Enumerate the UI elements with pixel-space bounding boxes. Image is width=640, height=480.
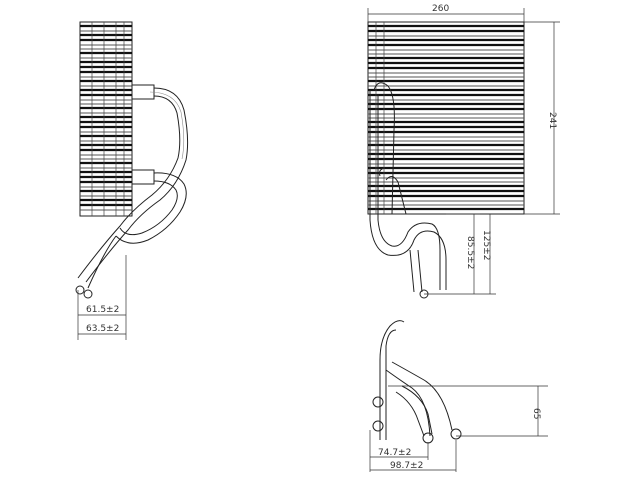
side-pipe-end-1 [75, 285, 85, 295]
front-view: 260 241 85.5±2 125±2 [367, 4, 560, 299]
side-view: 61.5±2 63.5±2 [75, 21, 189, 340]
dim-right-height: 241 [547, 112, 557, 129]
dim-top-width: 260 [432, 4, 449, 14]
bottom-fitting-upper [372, 396, 384, 408]
side-pipe-lower-outer [115, 172, 187, 244]
bottom-pipe-end-2 [450, 428, 462, 440]
dim-pipe-height-2: 125±2 [481, 230, 491, 260]
bottom-pipe-3 [395, 391, 425, 437]
bottom-pipe-end-1 [422, 432, 434, 444]
dim-bottom-height: 65 [531, 408, 541, 419]
dim-left-offset-2: 63.5±2 [86, 324, 119, 334]
side-pipe-lower-inner [119, 180, 178, 236]
dim-left-offset-1: 61.5±2 [86, 305, 119, 315]
bottom-pipe-2 [385, 369, 431, 437]
bottom-pipe-1 [379, 320, 405, 440]
front-pipe-upper [373, 82, 395, 215]
bottom-view: 65 74.7±2 98.7±2 [369, 320, 548, 472]
lower-pipe-fitting [131, 169, 155, 185]
dim-pipe-height-1: 85.5±2 [465, 236, 475, 269]
front-pipe-loop [369, 90, 447, 290]
dim-bottom-offset-2: 98.7±2 [390, 461, 423, 471]
front-view-fins [368, 24, 524, 211]
side-pipe-outer [85, 87, 189, 283]
side-pipe-end-2 [83, 289, 93, 299]
front-pipe-lower [409, 249, 415, 293]
dim-bottom-offset-1: 74.7±2 [378, 448, 411, 458]
side-view-fins [80, 24, 132, 211]
bottom-fitting-lower [372, 420, 384, 432]
side-view-core [79, 21, 133, 217]
side-pipe-inner [77, 95, 181, 279]
